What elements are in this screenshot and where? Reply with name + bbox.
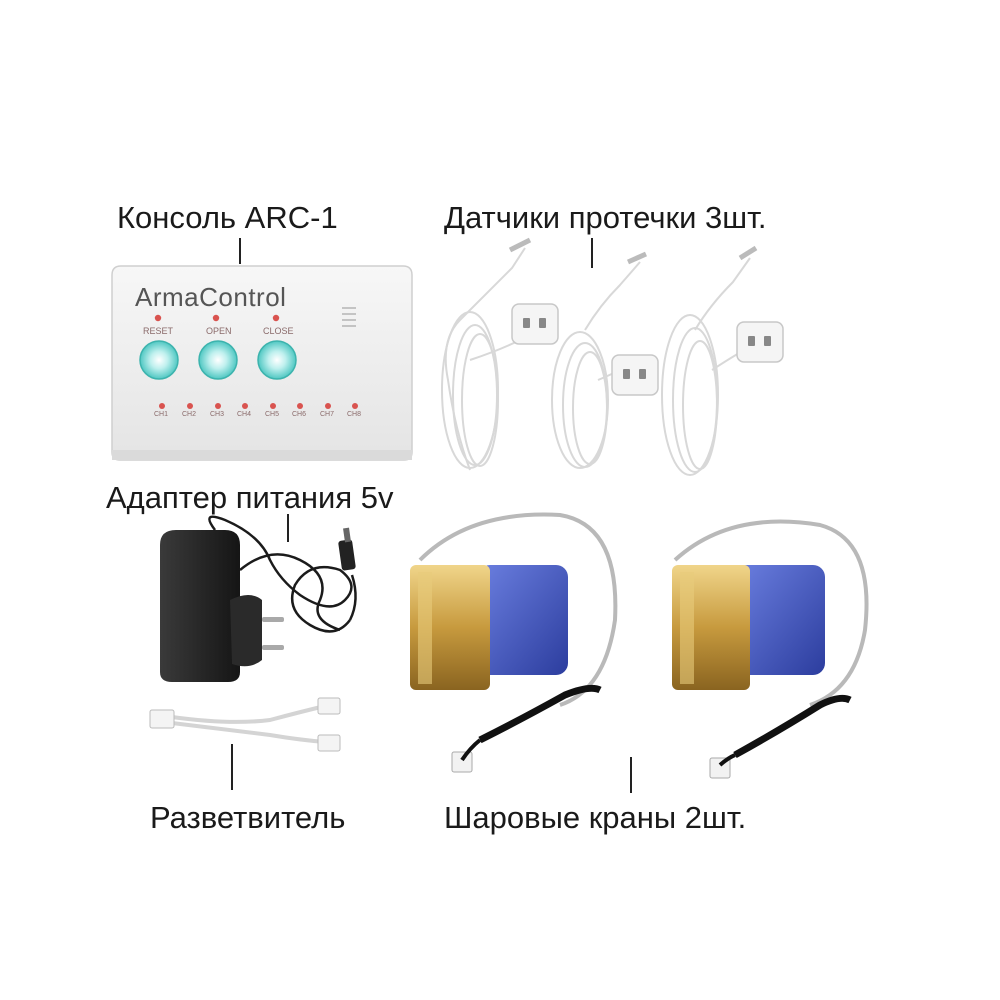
pointer-console (239, 238, 241, 264)
ball-valve-1 (410, 512, 618, 773)
sensor-1 (441, 237, 532, 471)
sensor-heads (511, 303, 784, 396)
splitter-cable (149, 697, 341, 752)
console-channel-labels: CH1 CH2 CH3 CH4 CH5 CH6 CH7 CH8 (0, 411, 1000, 421)
label-splitter: Разветвитель (150, 800, 346, 835)
pointer-sensors (591, 238, 593, 268)
ch6-label: CH6 (292, 411, 307, 418)
reset-label: RESET (143, 326, 174, 336)
ch7-label: CH7 (320, 411, 335, 418)
pointer-splitter (231, 744, 233, 790)
ch8-label: CH8 (347, 411, 362, 418)
ch1-label: CH1 (154, 411, 169, 418)
ch3-label: CH3 (210, 411, 225, 418)
label-sensors: Датчики протечки 3шт. (444, 200, 767, 235)
open-label: OPEN (206, 326, 232, 336)
label-console: Консоль ARC-1 (117, 200, 338, 235)
leak-sensors (441, 237, 758, 476)
ch2-label: CH2 (182, 411, 197, 418)
console-button-labels: RESET OPEN CLOSE (0, 326, 1000, 338)
ch5-label: CH5 (265, 411, 280, 418)
ball-valve-2 (672, 519, 869, 779)
power-adapter (160, 515, 357, 682)
sensor-2 (551, 251, 648, 469)
label-valves: Шаровые краны 2шт. (444, 800, 747, 835)
console-device (111, 265, 413, 461)
ch4-label: CH4 (237, 411, 252, 418)
pointer-valves (630, 757, 632, 793)
close-label: CLOSE (263, 326, 294, 336)
sensor-3 (661, 245, 758, 476)
label-adapter: Адаптер питания 5v (106, 480, 394, 515)
console-brand-logo: ArmaControl (135, 282, 287, 312)
pointer-adapter (287, 514, 289, 542)
